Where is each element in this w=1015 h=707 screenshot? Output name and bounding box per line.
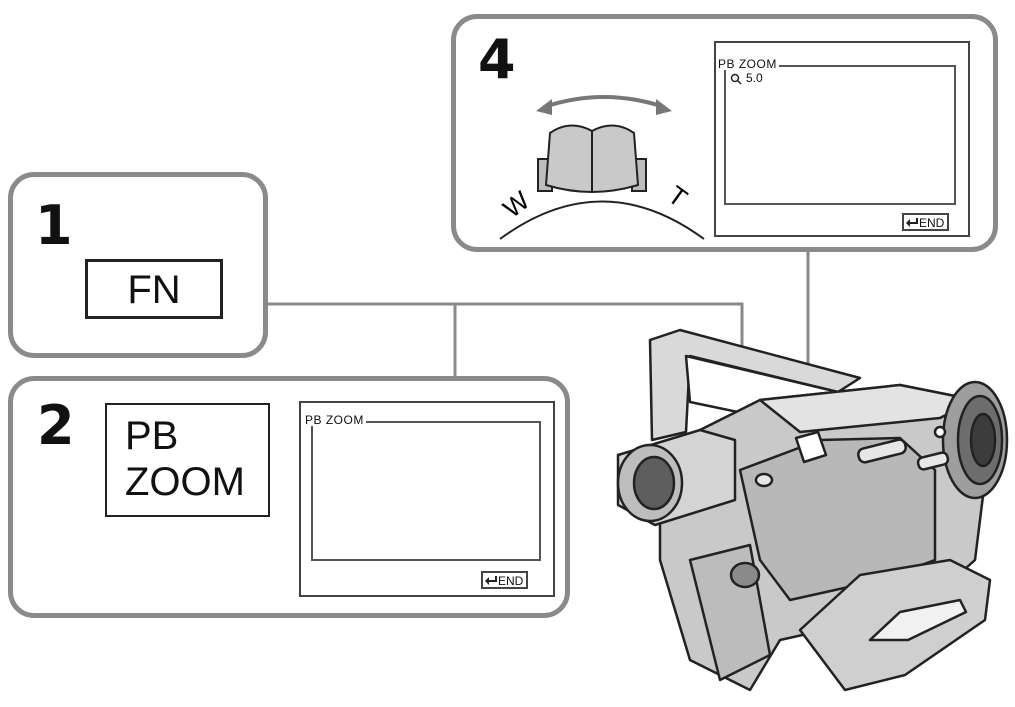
zoom-lever-diagram: W T <box>497 95 705 240</box>
end-label: END <box>919 216 945 230</box>
step-1-panel: 1 FN <box>8 172 268 358</box>
step-number: 2 <box>37 394 75 457</box>
step-2-panel: 2 PB ZOOM PB ZOOM END <box>8 376 570 618</box>
zoom-lever-icon <box>537 124 647 193</box>
lcd-screen: PB ZOOM 5.0 END <box>714 41 970 237</box>
magnifier-icon <box>730 73 742 85</box>
return-icon <box>906 218 918 227</box>
camcorder-body <box>616 328 1009 692</box>
step-number: 4 <box>478 28 516 91</box>
step-4-panel: 4 W T PB ZOOM 5.0 END <box>451 14 998 252</box>
zoom-value: 5.0 <box>746 71 763 85</box>
return-icon <box>485 576 497 585</box>
fn-button-label: FN <box>127 268 181 312</box>
lcd-screen: PB ZOOM END <box>299 401 555 597</box>
pb-zoom-button-label-line2: ZOOM <box>125 460 245 504</box>
menu-frame <box>724 65 956 205</box>
dial-arc <box>499 200 705 240</box>
step-number: 1 <box>35 194 73 257</box>
pb-zoom-button-label-line1: PB <box>125 414 179 458</box>
menu-frame <box>311 421 541 561</box>
end-button[interactable]: END <box>902 213 950 231</box>
end-label: END <box>498 574 524 588</box>
dial-left-label: W <box>497 185 535 224</box>
screen-title: PB ZOOM <box>305 413 366 427</box>
fn-button[interactable]: FN <box>85 259 223 319</box>
dial-right-label: T <box>662 180 693 214</box>
pb-zoom-button[interactable]: PB ZOOM <box>105 403 270 517</box>
end-button[interactable]: END <box>481 571 529 589</box>
screen-title: PB ZOOM <box>718 57 779 71</box>
double-arrow-icon <box>543 95 665 109</box>
